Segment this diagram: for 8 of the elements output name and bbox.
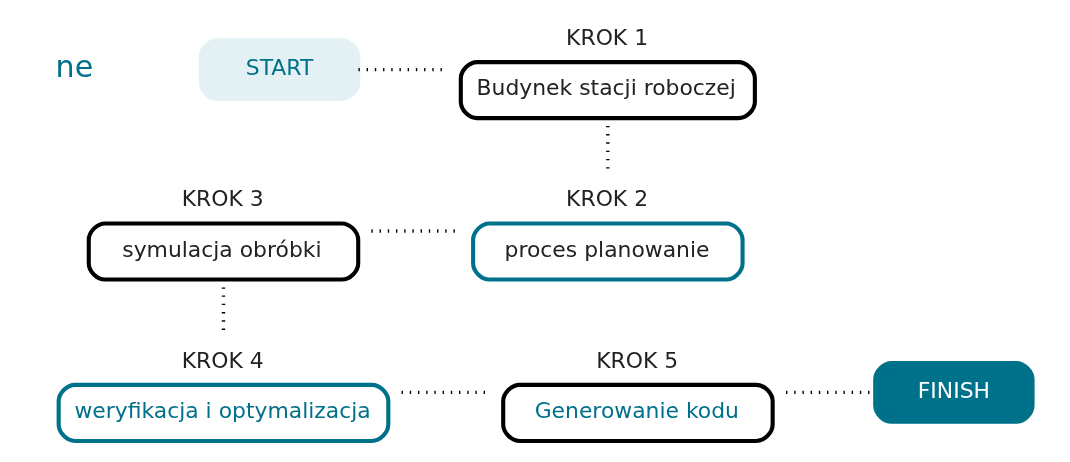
node-label: KROK 2 xyxy=(566,186,649,212)
node-label: KROK 4 xyxy=(181,347,264,373)
node-box: FINISH xyxy=(873,360,1035,424)
label: ne xyxy=(55,49,94,85)
node-label: KROK 5 xyxy=(596,347,679,373)
node-box: START xyxy=(198,38,361,102)
node-label: KROK 3 xyxy=(181,186,264,212)
node-label: KROK 1 xyxy=(566,24,649,50)
